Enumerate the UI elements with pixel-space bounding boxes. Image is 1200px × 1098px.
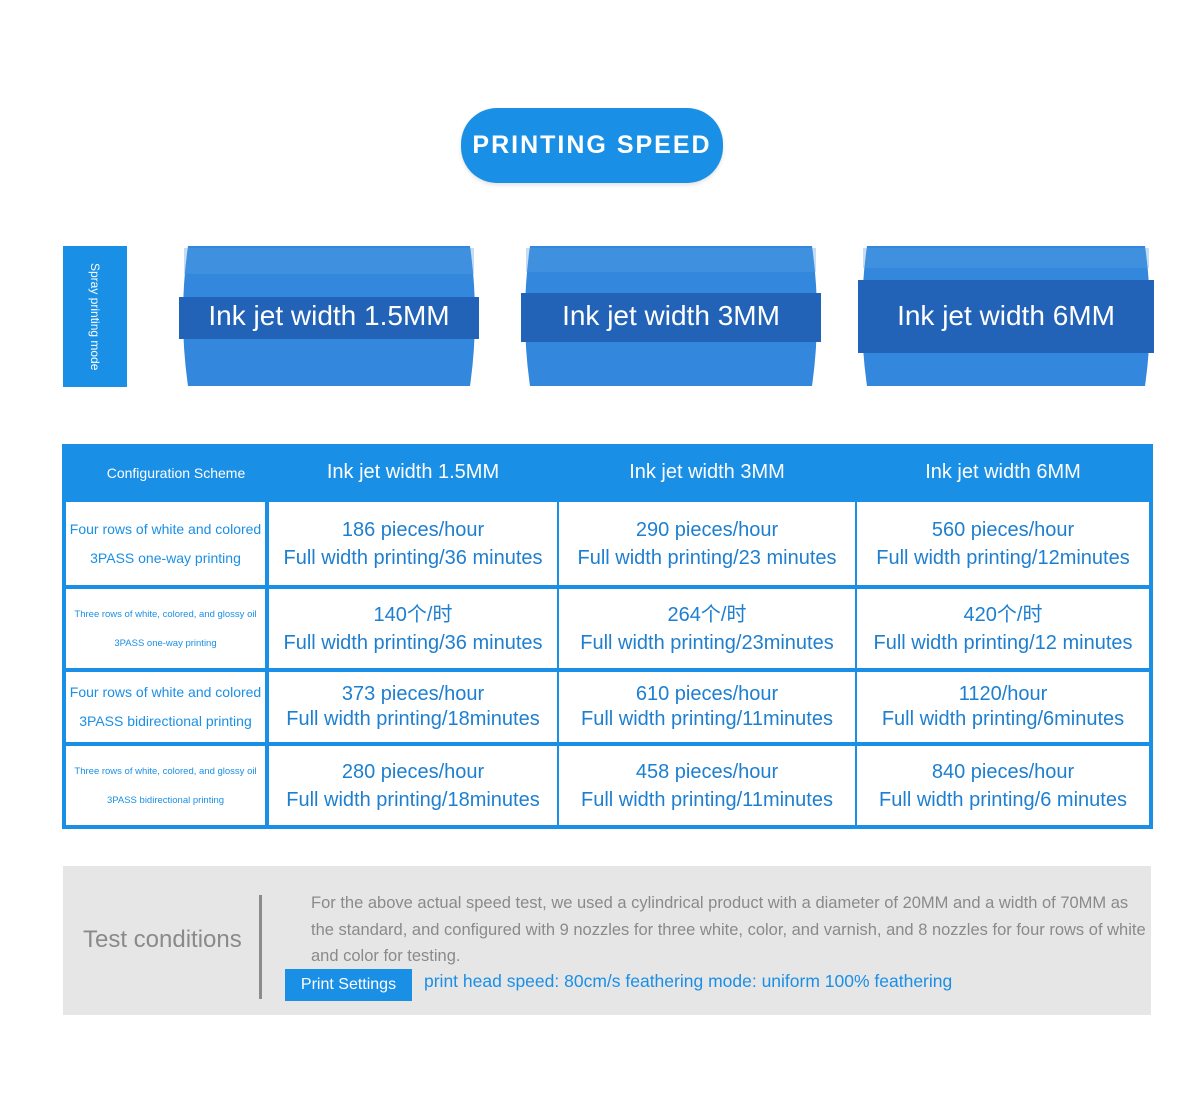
speed-table: Configuration Scheme Ink jet width 1.5MM…	[62, 444, 1153, 829]
cylinder-shape	[858, 246, 1154, 386]
table-cell: 458 pieces/hour Full width printing/11mi…	[559, 746, 855, 825]
test-conditions-description: For the above actual speed test, we used…	[311, 894, 1146, 965]
table-header: Configuration Scheme Ink jet width 1.5MM…	[62, 444, 1153, 501]
table-cell: 1120/hour Full width printing/6minutes	[857, 672, 1149, 742]
table-cell: 280 pieces/hour Full width printing/18mi…	[269, 746, 557, 825]
header-col-6mm: Ink jet width 6MM	[925, 461, 1081, 483]
cylinder-label: Ink jet width 3MM	[562, 300, 780, 331]
cylinder-3mm: Ink jet width 3MM	[520, 246, 822, 386]
table-cell: 610 pieces/hour Full width printing/11mi…	[559, 672, 855, 742]
header-col-3mm: Ink jet width 3MM	[629, 461, 785, 483]
row-label: Three rows of white, colored, and glossy…	[66, 589, 265, 668]
test-conditions-panel: Test conditions For the above actual spe…	[63, 866, 1151, 1015]
cylinder-label: Ink jet width 6MM	[897, 300, 1115, 331]
cylinder-6mm: Ink jet width 6MM	[857, 246, 1155, 386]
table-cell: 840 pieces/hour Full width printing/6 mi…	[857, 746, 1149, 825]
test-conditions-title: Test conditions	[83, 926, 242, 953]
print-settings-badge: Print Settings	[285, 969, 412, 1001]
print-settings-value: print head speed: 80cm/s feathering mode…	[424, 971, 953, 991]
spray-mode-label-text: Spray printing mode	[88, 262, 102, 371]
table-cell: 140个/时 Full width printing/36 minutes	[269, 589, 557, 668]
cylinder-shape	[179, 246, 479, 386]
table-cell: 264个/时 Full width printing/23minutes	[559, 589, 855, 668]
table-cell: 290 pieces/hour Full width printing/23 m…	[559, 502, 855, 585]
cylinder-shape	[521, 246, 821, 386]
spray-mode-label: Spray printing mode	[63, 246, 127, 387]
divider	[259, 895, 262, 999]
cylinder-label: Ink jet width 1.5MM	[208, 300, 450, 331]
table-cell: 373 pieces/hour Full width printing/18mi…	[269, 672, 557, 742]
row-label: Three rows of white, colored, and glossy…	[66, 746, 265, 825]
table-cell: 186 pieces/hour Full width printing/36 m…	[269, 502, 557, 585]
header-col-1-5mm: Ink jet width 1.5MM	[326, 461, 500, 483]
page-title: PRINTING SPEED	[461, 108, 723, 183]
row-label: Four rows of white and colored 3PASS bid…	[66, 672, 265, 742]
table-cell: 420个/时 Full width printing/12 minutes	[857, 589, 1149, 668]
row-label: Four rows of white and colored 3PASS one…	[66, 502, 265, 585]
header-config-scheme: Configuration Scheme	[106, 464, 246, 481]
cylinder-1-5mm: Ink jet width 1.5MM	[178, 246, 480, 386]
table-cell: 560 pieces/hour Full width printing/12mi…	[857, 502, 1149, 585]
